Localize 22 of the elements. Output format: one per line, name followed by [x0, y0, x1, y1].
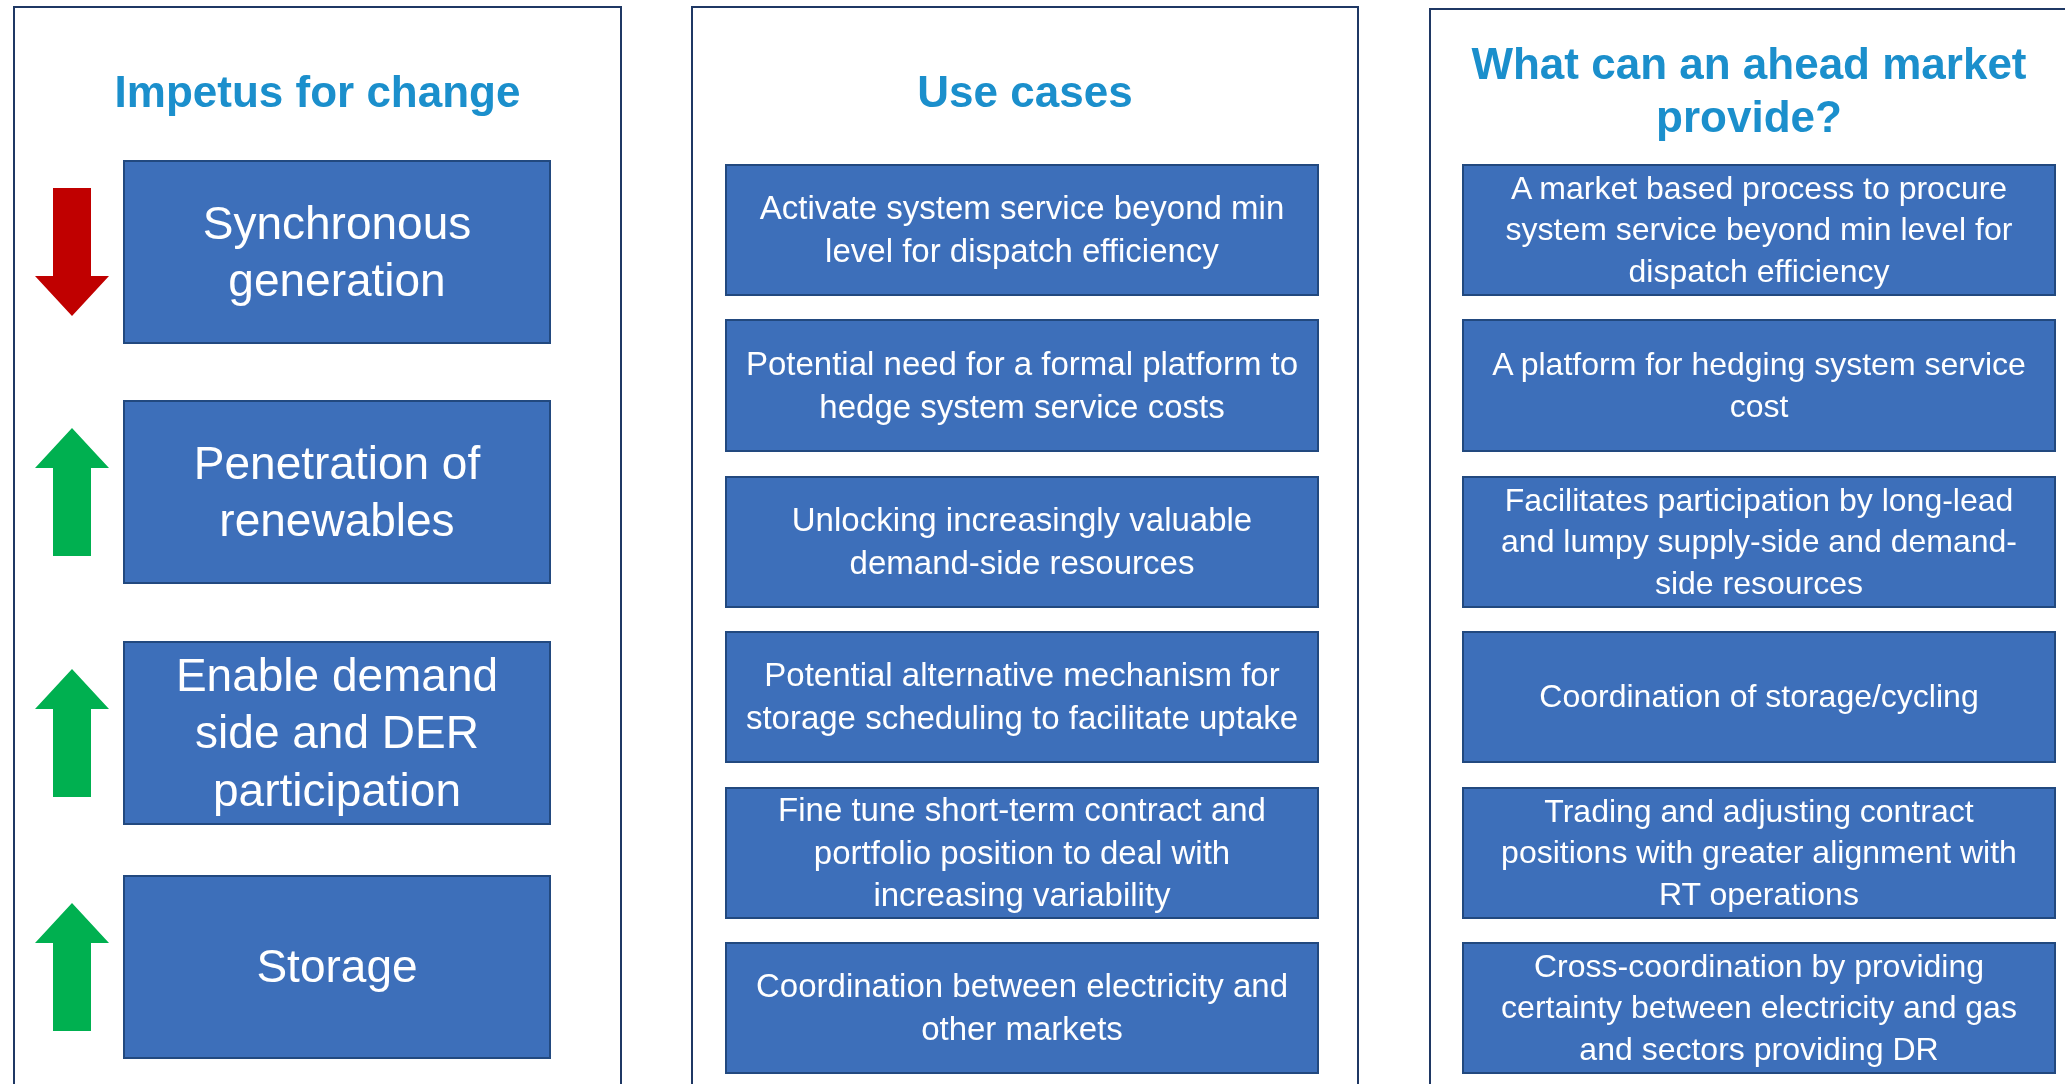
column-panel [691, 6, 1359, 1084]
text-box: Facilitates participation by long-lead and lumpy supply-side and demand-side resources [1462, 476, 2056, 608]
text-box: A market based process to procure system service beyond min level for dispatch efficiency [1462, 164, 2056, 296]
column-panel [1429, 8, 2065, 1084]
text-box: Unlocking increasingly valuable demand-side resources [725, 476, 1319, 608]
column-heading: Impetus for change [113, 66, 522, 118]
text-box: Penetration of renewables [123, 400, 551, 584]
text-box: Potential need for a formal platform to hedge system service costs [725, 319, 1319, 452]
text-box: Enable demand side and DER participation [123, 641, 551, 825]
text-box: Storage [123, 875, 551, 1059]
text-box: Cross-coordination by providing certainty between electricity and gas and sectors providing DR [1462, 942, 2056, 1074]
text-box: Coordination between electricity and other markets [725, 942, 1319, 1074]
text-box: Fine tune short-term contract and portfolio position to deal with increasing variability [725, 787, 1319, 919]
column-heading: Use cases [916, 66, 1134, 118]
column-heading: What can an ahead market provide? [1470, 38, 2028, 143]
text-box: Potential alternative mechanism for storage scheduling to facilitate uptake [725, 631, 1319, 763]
text-box: Coordination of storage/cycling [1462, 631, 2056, 763]
text-box: Trading and adjusting contract positions with greater alignment with RT operations [1462, 787, 2056, 919]
text-box: Activate system service beyond min level for dispatch efficiency [725, 164, 1319, 296]
text-box: Synchronous generation [123, 160, 551, 344]
text-box: A platform for hedging system service cost [1462, 319, 2056, 452]
column-panel [13, 6, 622, 1084]
